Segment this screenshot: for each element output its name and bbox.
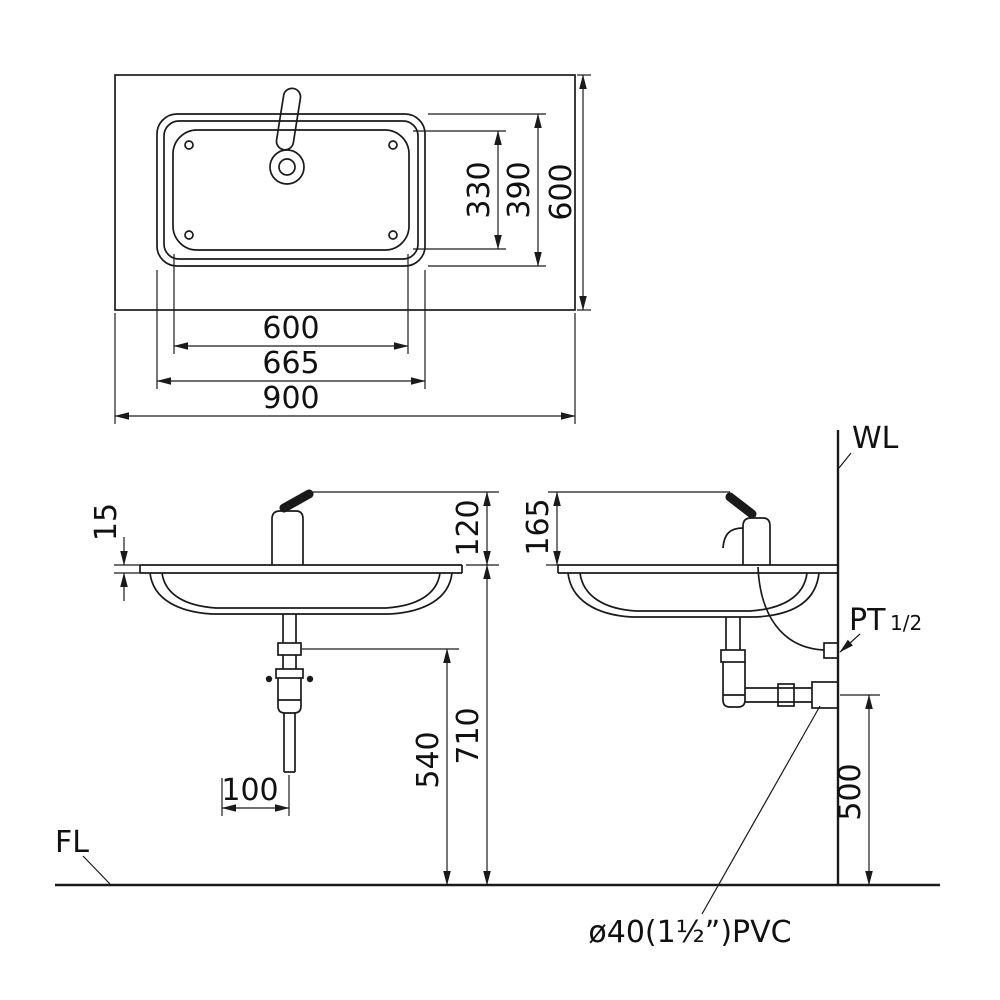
drain-trap-front	[265, 614, 314, 773]
floor-line-label: FL	[55, 825, 89, 860]
dim-bowl-depth: 330	[413, 130, 506, 250]
wall-line-callout: WL	[838, 421, 899, 469]
sink-basin-plan	[156, 113, 426, 267]
dim-label-bowl-depth: 330	[462, 161, 497, 218]
supply-hose-side	[757, 566, 839, 659]
dim-label-faucet-height-front: 120	[451, 499, 486, 556]
waste-pipe-label: ø40(1½”)PVC	[588, 915, 791, 950]
dim-label-counter-height: 710	[451, 707, 486, 764]
dim-bowl-width: 600	[173, 254, 409, 354]
plan-view: 330 390 600 600 665	[114, 74, 591, 424]
dim-label-bowl-width: 600	[262, 311, 319, 346]
dim-counter-thickness: 15	[89, 503, 140, 601]
dim-label-counter-thickness: 15	[89, 503, 124, 541]
dim-label-rim-depth: 390	[502, 161, 537, 218]
front-view: 15 120 710 540 100	[89, 489, 499, 886]
dim-label-counter-width: 900	[262, 381, 319, 416]
dim-rim-width: 665	[156, 270, 426, 389]
faucet-side	[722, 492, 771, 565]
dim-drain-outlet-height: 540	[302, 648, 459, 886]
dim-counter-width: 900	[114, 313, 576, 424]
dim-faucet-height-side: 165	[521, 491, 730, 566]
dim-drain-offset: 100	[221, 773, 290, 816]
dim-waste-outlet-height: 500	[833, 694, 880, 886]
supply-label: PT	[849, 603, 886, 638]
faucet-plan	[269, 87, 305, 185]
dim-rim-depth: 390	[428, 113, 546, 267]
drain-trap-side	[720, 617, 839, 709]
countertop-front	[139, 564, 463, 615]
dim-counter-height: 710	[451, 564, 491, 886]
faucet-front	[271, 489, 314, 565]
dim-label-drain-outlet-height: 540	[411, 731, 446, 788]
dim-label-counter-depth: 600	[544, 163, 579, 220]
wall-line-label: WL	[852, 421, 899, 456]
waste-pipe-callout: ø40(1½”)PVC	[588, 705, 821, 950]
countertop-outline-plan	[114, 74, 576, 311]
dim-label-drain-offset: 100	[221, 773, 278, 808]
dim-faucet-height-front: 120	[312, 491, 499, 566]
supply-callout: PT 1/2	[839, 603, 922, 653]
countertop-side	[557, 564, 838, 618]
dim-counter-depth: 600	[544, 74, 591, 311]
floor-line-callout: FL	[55, 825, 111, 885]
dim-label-faucet-height-side: 165	[521, 498, 556, 555]
side-view: WL	[521, 421, 922, 950]
dim-label-rim-width: 665	[262, 346, 319, 381]
supply-size-label: 1/2	[890, 611, 922, 635]
dim-label-waste-outlet-height: 500	[833, 763, 868, 820]
